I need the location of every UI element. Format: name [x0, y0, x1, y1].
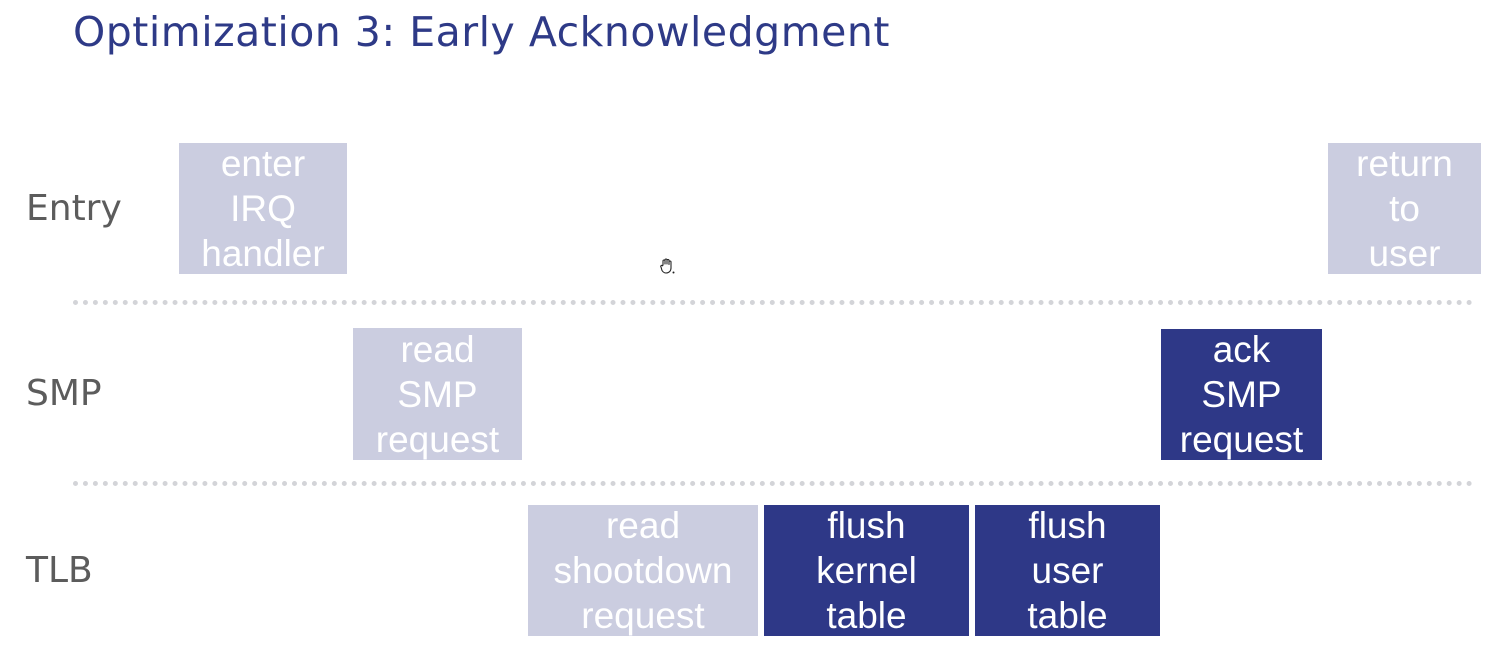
block-line: read [400, 328, 475, 370]
block-line: return [1356, 143, 1453, 184]
block-line: IRQ [230, 188, 296, 229]
row-label-entry: Entry [26, 188, 122, 229]
block-line: enter [220, 143, 306, 184]
block-line: request [581, 595, 705, 636]
block-line: to [1389, 188, 1420, 229]
block-line: user [1031, 550, 1104, 591]
row-divider-2 [73, 481, 1473, 486]
block-read-shootdown-request: read shootdown request [528, 505, 758, 636]
block-line: request [1179, 419, 1304, 460]
block-line: request [375, 418, 500, 460]
block-line: handler [201, 233, 325, 274]
block-enter-irq-handler: enter IRQ handler [179, 143, 347, 274]
slide-title: Optimization 3: Early Acknowledgment [73, 8, 890, 56]
block-line: table [1027, 595, 1108, 636]
block-line: table [826, 595, 907, 636]
row-label-tlb: TLB [26, 550, 93, 591]
block-line: SMP [1201, 374, 1282, 415]
row-divider-1 [73, 300, 1473, 305]
block-line: kernel [816, 550, 917, 591]
block-line: SMP [397, 373, 478, 415]
hand-grab-icon [658, 256, 678, 276]
block-flush-user-table: flush user table [975, 505, 1160, 636]
row-label-smp: SMP [26, 373, 102, 414]
block-return-to-user: return to user [1328, 143, 1481, 274]
block-read-smp-request: read SMP request [353, 328, 522, 460]
block-line: flush [827, 505, 906, 546]
block-line: ack [1212, 329, 1271, 370]
block-ack-smp-request: ack SMP request [1161, 329, 1322, 460]
block-line: user [1368, 233, 1441, 274]
block-line: flush [1028, 505, 1107, 546]
block-flush-kernel-table: flush kernel table [764, 505, 969, 636]
block-line: read [605, 505, 681, 546]
block-line: shootdown [553, 550, 733, 591]
